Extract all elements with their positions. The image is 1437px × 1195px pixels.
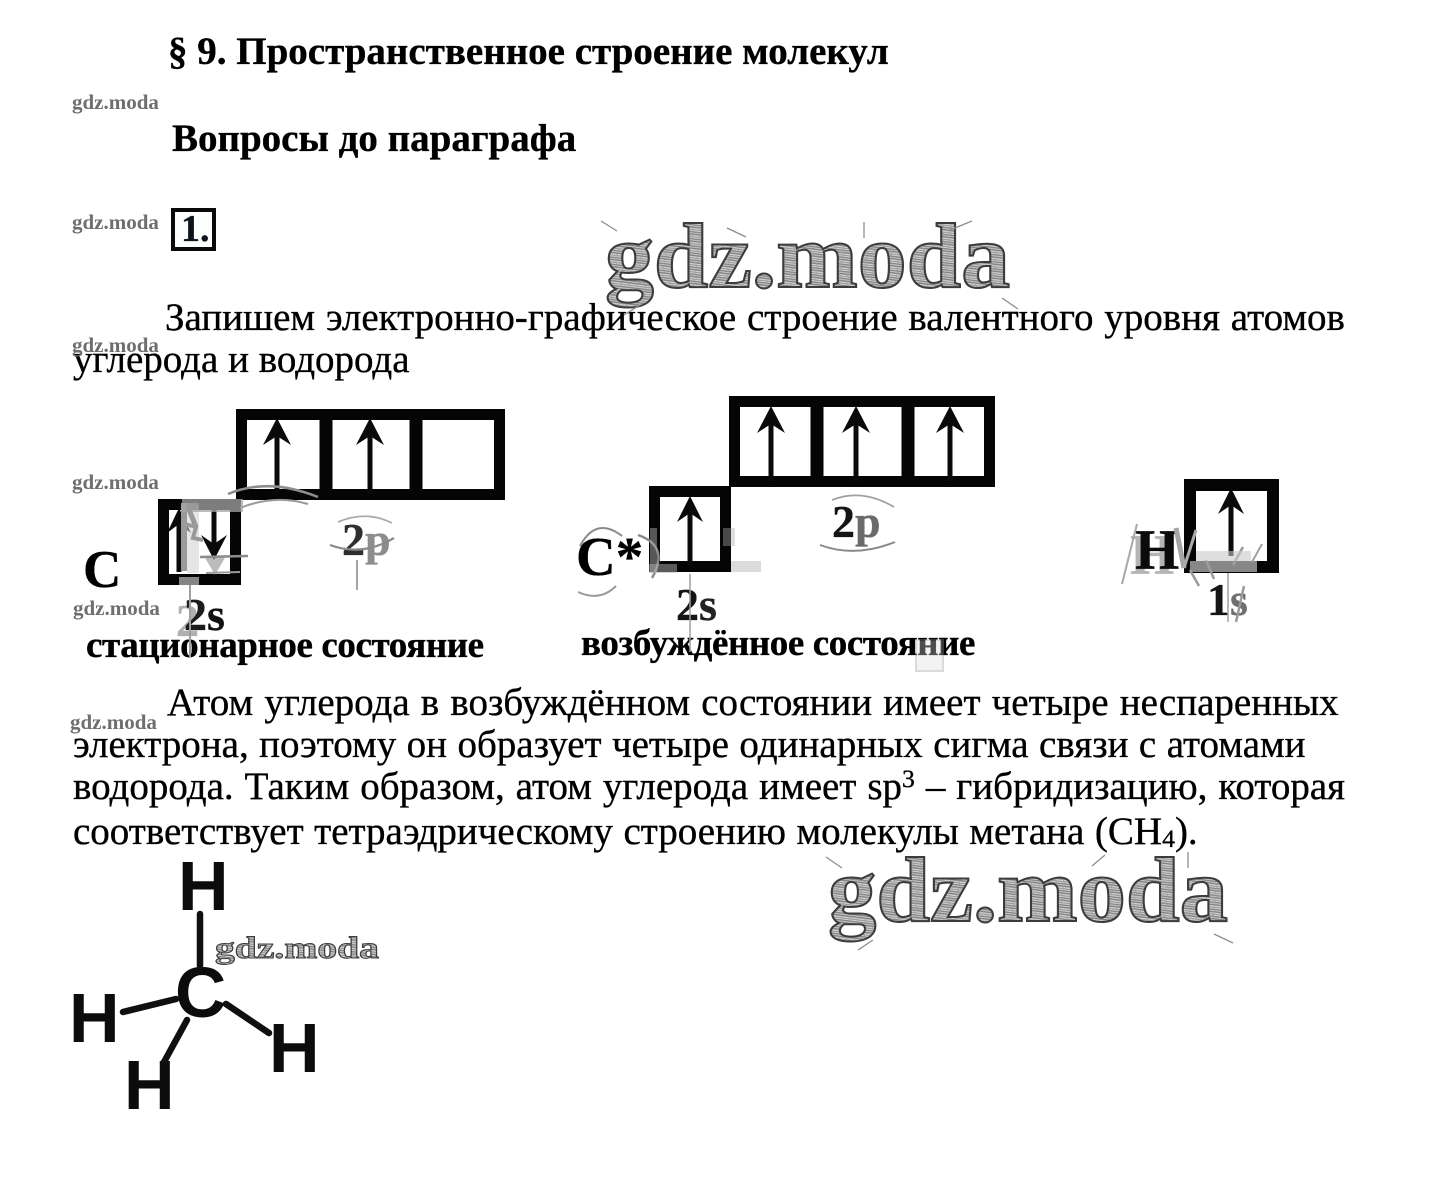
svg-text:gdz.moda: gdz.moda: [215, 930, 380, 965]
svg-text:gdz.moda: gdz.moda: [828, 839, 1228, 941]
svg-text:gdz.moda: gdz.moda: [605, 205, 1010, 307]
